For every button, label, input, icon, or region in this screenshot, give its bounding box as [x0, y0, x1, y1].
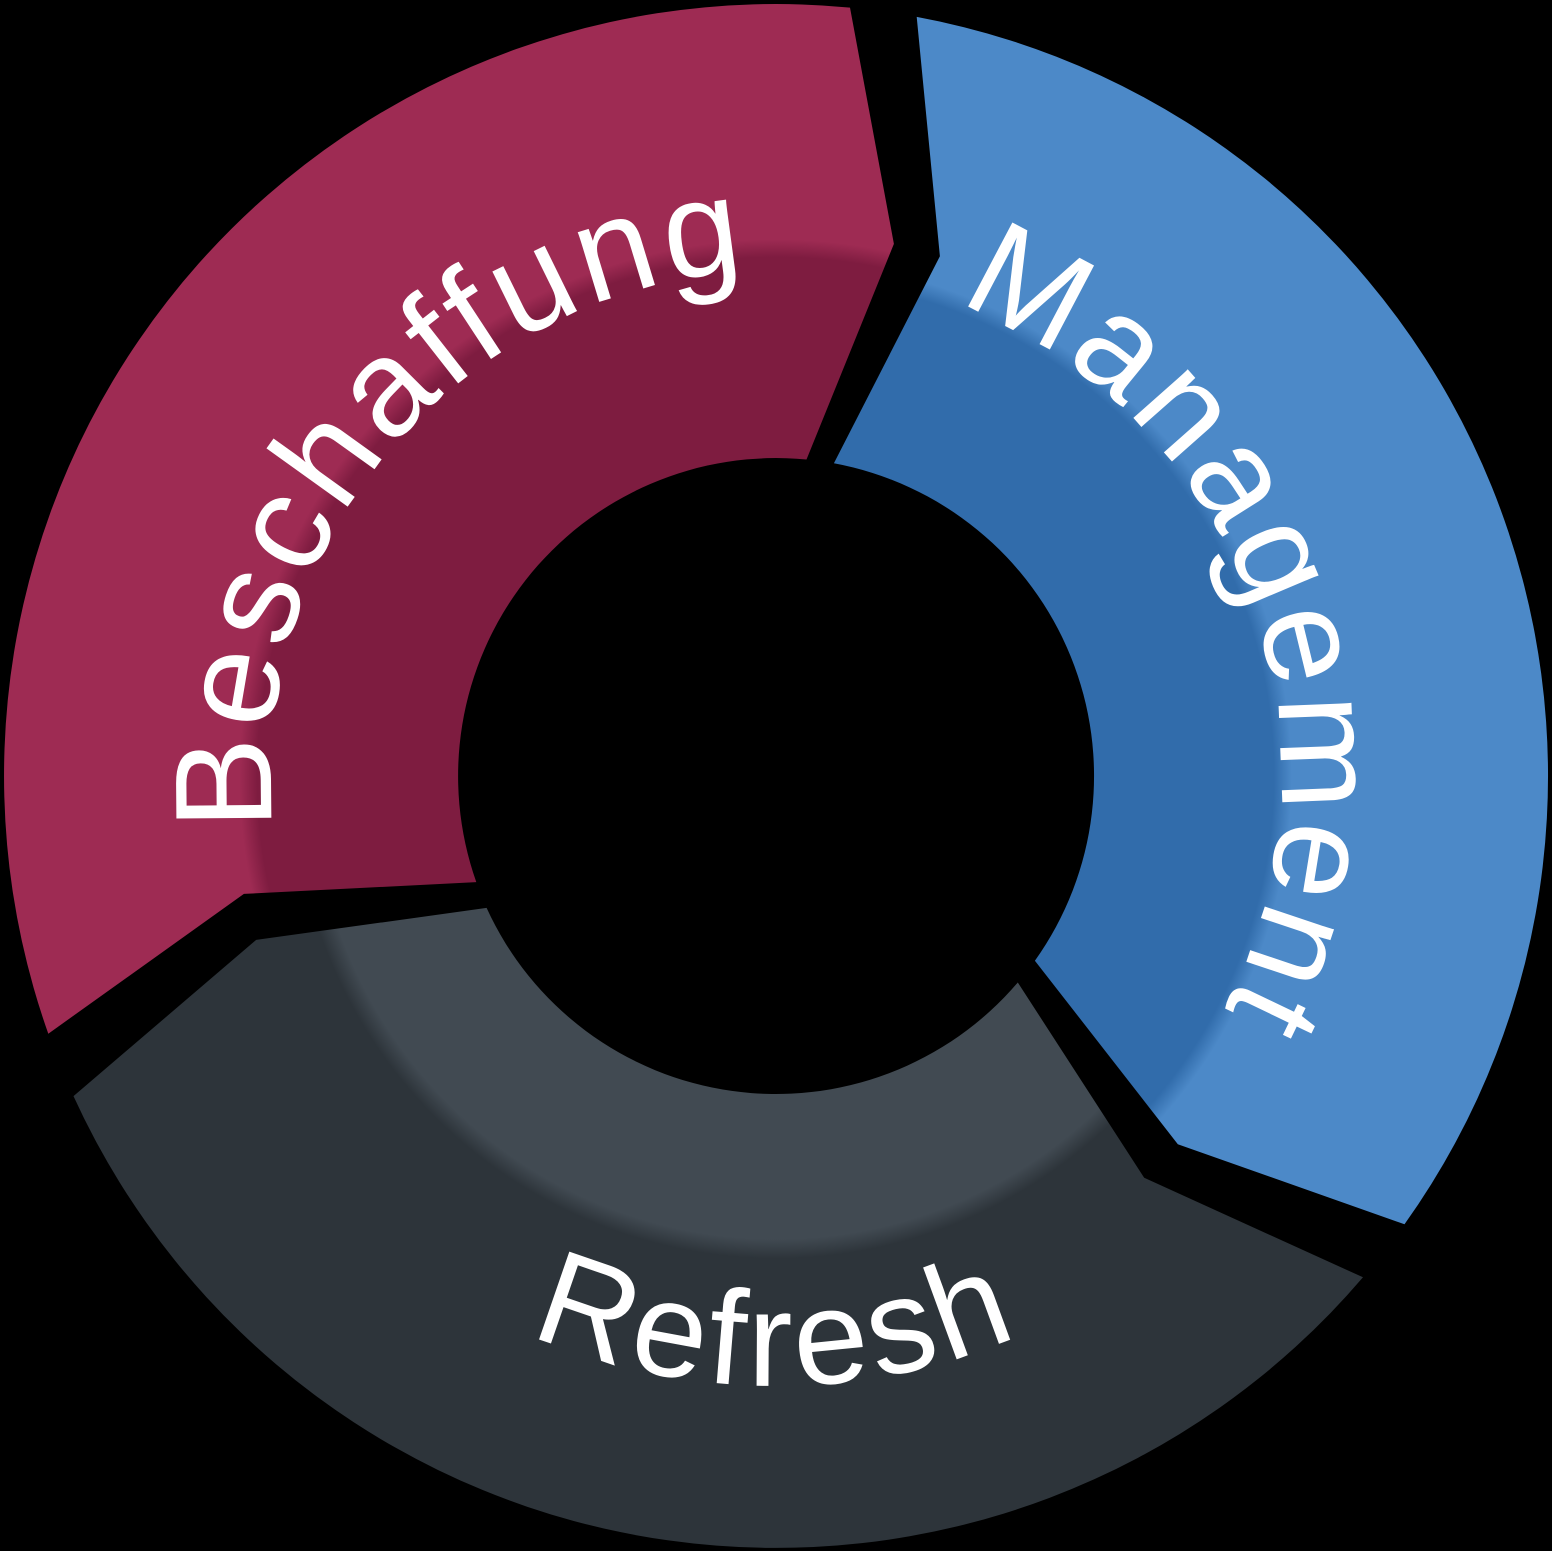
segment-refresh — [73, 907, 1363, 1548]
segment-beschaffung — [4, 4, 894, 1034]
segment-management — [833, 16, 1549, 1225]
